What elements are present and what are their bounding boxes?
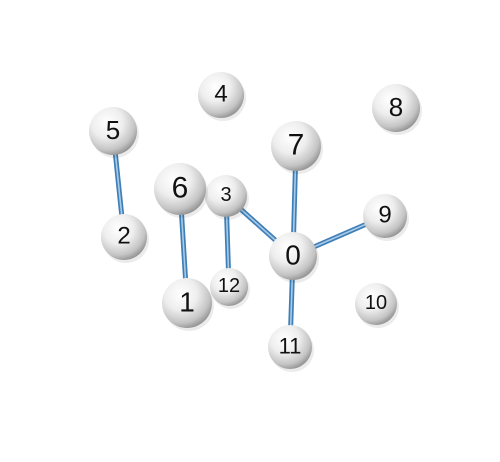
node-sphere — [355, 283, 397, 325]
node-11: 11 — [268, 325, 314, 372]
node-label: 5 — [106, 115, 120, 145]
node-sphere — [101, 214, 147, 260]
node-sphere — [372, 84, 420, 132]
node-9: 9 — [363, 194, 409, 241]
node-label: 12 — [218, 275, 240, 297]
node-label: 10 — [365, 292, 387, 314]
node-label: 8 — [389, 92, 403, 122]
node-4: 4 — [198, 72, 246, 121]
node-sphere — [363, 194, 407, 238]
node-label: 4 — [214, 81, 227, 108]
node-label: 11 — [279, 334, 302, 359]
node-sphere — [162, 278, 212, 328]
node-sphere — [205, 175, 247, 217]
node-label: 9 — [378, 202, 391, 229]
node-10: 10 — [355, 283, 399, 328]
node-sphere — [198, 72, 244, 118]
node-sphere — [268, 325, 312, 369]
node-sphere — [269, 232, 317, 280]
node-sphere — [89, 107, 137, 155]
node-6: 6 — [154, 163, 208, 218]
node-3: 3 — [205, 175, 249, 220]
node-label: 7 — [288, 129, 305, 162]
node-label: 3 — [220, 184, 231, 206]
node-label: 1 — [179, 287, 195, 318]
node-label: 0 — [285, 240, 301, 271]
node-1: 1 — [162, 278, 214, 331]
node-5: 5 — [89, 107, 139, 158]
edges-layer — [110, 128, 388, 350]
node-0: 0 — [269, 232, 319, 283]
node-2: 2 — [101, 214, 149, 263]
node-sphere — [154, 163, 206, 215]
node-8: 8 — [372, 84, 422, 135]
node-12: 12 — [210, 268, 250, 309]
node-7: 7 — [271, 121, 323, 174]
node-label: 6 — [172, 172, 189, 205]
node-label: 2 — [117, 223, 130, 250]
node-sphere — [210, 268, 248, 306]
node-sphere — [271, 121, 321, 171]
